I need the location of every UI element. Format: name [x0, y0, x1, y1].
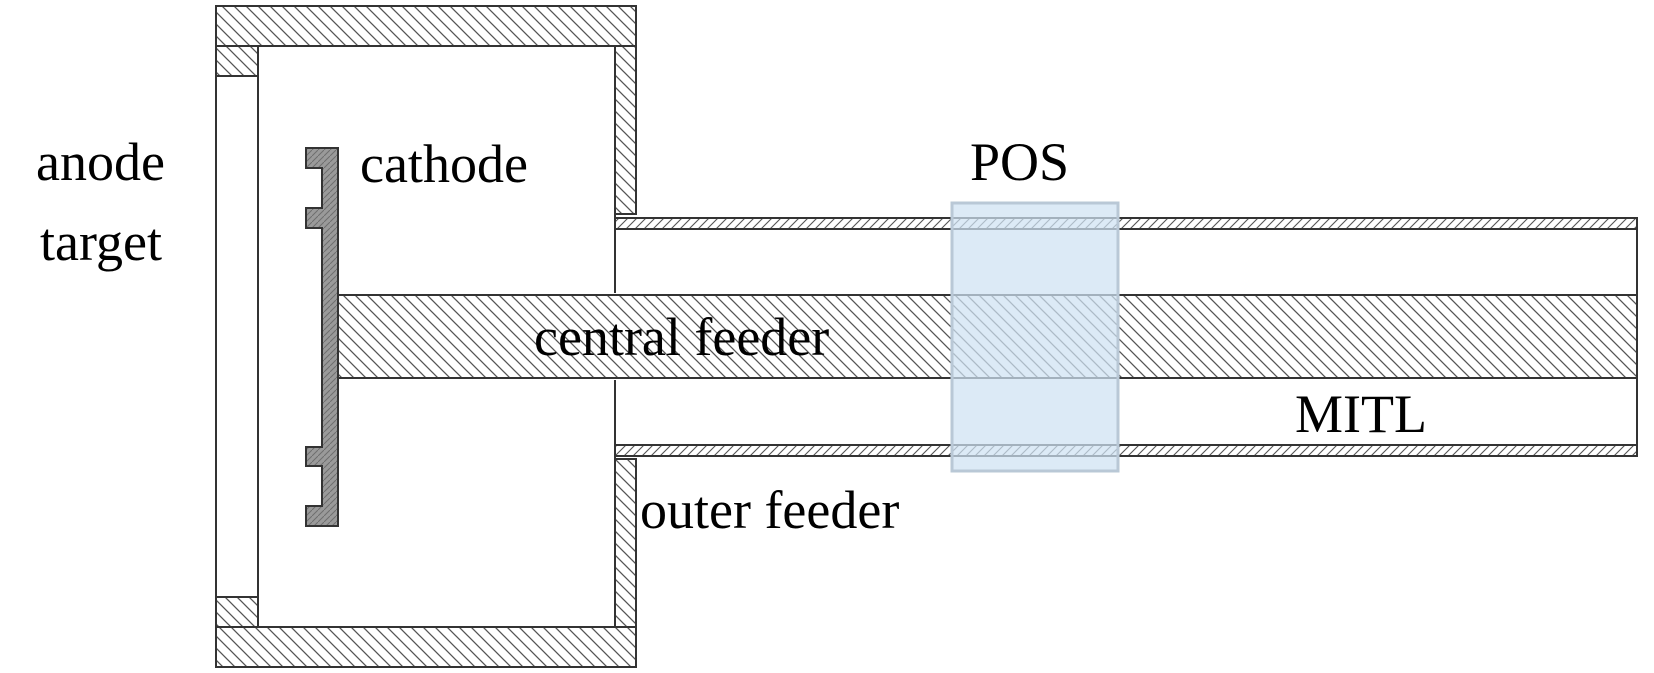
- anode-bottom-wall: [215, 626, 637, 668]
- anode-left-bottom-block: [215, 596, 259, 628]
- anode-label: anode: [36, 132, 165, 192]
- cathode-body: [305, 147, 339, 527]
- target-label: target: [40, 212, 162, 272]
- outer-feeder-label: outer feeder: [640, 480, 899, 540]
- anode-right-upper-wall: [614, 45, 637, 215]
- central-feeder-label: central feeder: [534, 307, 829, 367]
- pos-region: [950, 201, 1120, 473]
- anode-chamber: [215, 5, 637, 668]
- outer-feeder-top-conductor: [614, 217, 1638, 230]
- anode-left-top-block: [215, 45, 259, 77]
- cathode-label: cathode: [360, 134, 528, 194]
- anode-right-lower-wall: [614, 458, 637, 628]
- anode-top-wall: [215, 5, 637, 47]
- outer-feeder-bottom-conductor: [614, 444, 1638, 457]
- outer-feeder-line: [614, 217, 1638, 457]
- mitl-label: MITL: [1295, 384, 1427, 444]
- pos-label: POS: [970, 132, 1069, 192]
- cathode: [305, 147, 339, 527]
